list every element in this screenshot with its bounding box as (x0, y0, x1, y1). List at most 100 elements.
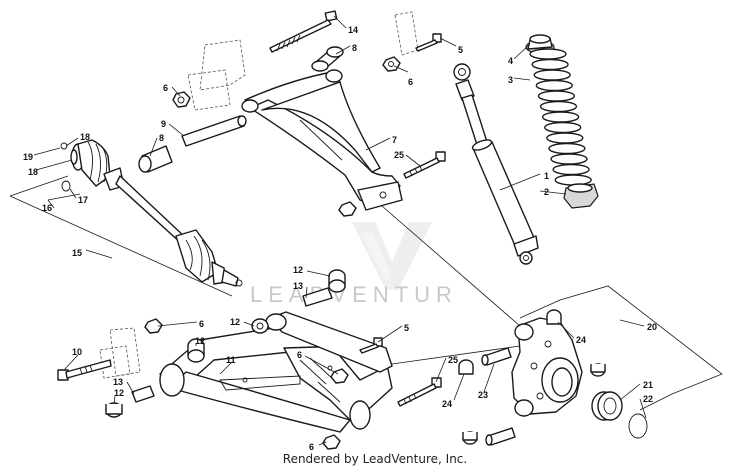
spring-coil (552, 163, 590, 176)
callout-c21: 21 (643, 380, 653, 390)
bearing-21 (591, 391, 623, 421)
bolt-25-upper (403, 151, 446, 179)
leader-line-c3 (513, 77, 531, 81)
leader-line-c18b (35, 159, 73, 171)
bushing-12-a (328, 269, 346, 293)
footer-credit: Rendered by LeadVenture, Inc. (282, 452, 468, 466)
nut-6-lower-left (144, 318, 163, 334)
callout-c24b: 24 (442, 399, 452, 409)
leader-line-c6d (304, 355, 339, 375)
shock-absorber-1 (453, 63, 539, 265)
drive-shaft-15 (71, 139, 243, 287)
leadventure-logo-mark (352, 222, 432, 290)
leader-line-c23 (483, 363, 495, 393)
callout-c12a: 12 (293, 265, 303, 275)
assembly-lines (381, 205, 521, 365)
watermark-text: LEADVENTUR (250, 282, 458, 307)
clip-18-19 (60, 142, 78, 165)
knuckle-20 (511, 317, 583, 417)
spring-coil (544, 121, 582, 134)
leader-line-c21 (619, 383, 641, 401)
leader-line-c6b (393, 65, 409, 73)
leader-line-c15 (85, 249, 113, 259)
bolt-25-lower (397, 377, 442, 407)
bushing-24-b (590, 363, 606, 377)
callout-leaders (33, 15, 647, 446)
leader-line-c24b (453, 373, 465, 401)
callout-c5b: 5 (404, 323, 409, 333)
leader-line-c7 (365, 137, 391, 151)
leader-line-c13a (305, 286, 308, 299)
coil-spring-3 (529, 48, 592, 186)
callout-c23: 23 (478, 390, 488, 400)
leader-line-c22 (639, 398, 647, 419)
group-bracket-15 (9, 175, 233, 297)
leader-line-c5b (377, 325, 403, 343)
spring-coil (531, 58, 569, 71)
spring-coil (546, 132, 584, 144)
leader-line-c18a (65, 137, 79, 147)
spring-coil (548, 142, 586, 155)
leader-line-c9 (168, 123, 185, 137)
leader-line-c6e (318, 441, 327, 446)
callout-c20: 20 (647, 322, 657, 332)
callout-c8b: 8 (159, 133, 164, 143)
callout-c25b: 25 (394, 150, 404, 160)
leader-line-c2 (539, 190, 567, 195)
callout-c6a: 6 (163, 83, 168, 93)
spring-coil (537, 90, 576, 102)
spring-coil (550, 153, 588, 165)
upper-a-arm (241, 69, 403, 211)
callout-c6b: 6 (408, 77, 413, 87)
leader-line-c5a (439, 37, 457, 47)
spring-coil (541, 111, 580, 123)
callout-c17: 17 (78, 195, 88, 205)
callout-c12b: 12 (230, 317, 240, 327)
callout-c11: 11 (226, 355, 236, 365)
bolt-14 (269, 10, 338, 53)
callout-c18a: 18 (80, 132, 90, 142)
spring-coil (529, 48, 567, 60)
callout-labels: 1234556666678891011121212121313141516171… (23, 25, 657, 452)
callout-c13a: 13 (293, 281, 303, 291)
bushing-8-lower (138, 145, 173, 173)
spring-coil (535, 79, 573, 92)
nut-6-upper (172, 91, 191, 108)
clamp-17 (61, 180, 71, 192)
callout-c4: 4 (508, 56, 513, 66)
leader-line-c8b (149, 137, 158, 157)
leader-line-c25a (435, 357, 447, 383)
bolt-5-upper (415, 33, 442, 52)
leader-line-c12b (243, 321, 255, 327)
leader-line-c24a (557, 321, 575, 339)
bolt-10 (57, 359, 112, 381)
callout-c12c: 12 (195, 336, 205, 346)
callout-c10: 10 (72, 347, 82, 357)
leader-line-c12a (306, 270, 331, 277)
spring-coil (554, 174, 592, 186)
callout-c6c: 6 (199, 319, 204, 329)
leader-line-c10 (63, 354, 79, 371)
callout-c19: 19 (23, 152, 33, 162)
callout-c24a: 24 (576, 335, 586, 345)
callout-c6e: 6 (309, 442, 314, 452)
sleeve-23-b (485, 427, 516, 446)
callout-c14: 14 (348, 25, 358, 35)
spring-retainer-2 (563, 183, 599, 209)
bushing-24-a (546, 309, 562, 325)
callout-c6d: 6 (297, 350, 302, 360)
leader-line-c12d (113, 395, 116, 405)
leader-line-c14 (333, 15, 347, 29)
leader-line-c25b (405, 154, 421, 167)
callout-c5a: 5 (458, 45, 463, 55)
callout-c25a: 25 (448, 355, 458, 365)
leader-line-c13b (126, 381, 135, 395)
callout-c18b: 18 (28, 167, 38, 177)
callout-c12d: 12 (114, 388, 124, 398)
leader-line-c4 (513, 43, 531, 60)
leader-line-c19 (33, 147, 61, 156)
snap-ring-22 (628, 413, 648, 439)
nut-6-shock (382, 56, 401, 72)
